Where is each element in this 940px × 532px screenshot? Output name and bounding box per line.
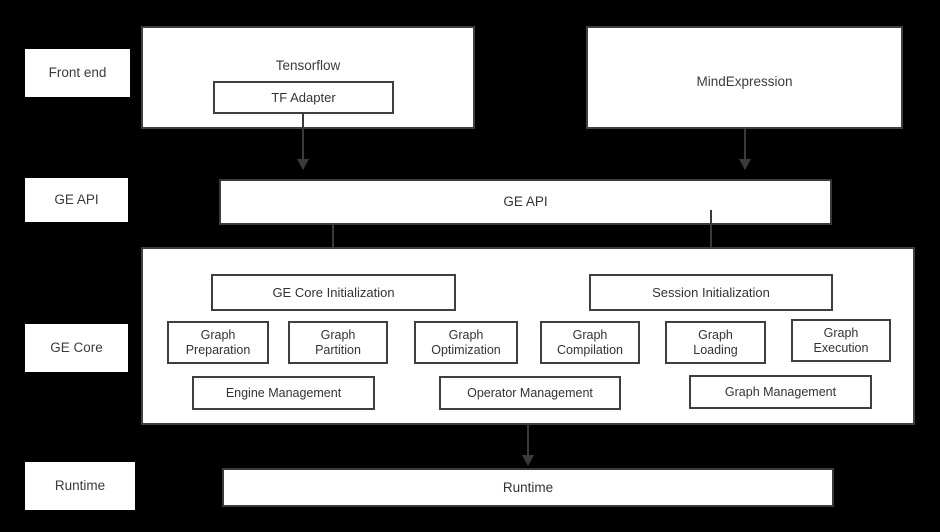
graph-preparation-box[interactable]: Graph Preparation <box>167 321 269 364</box>
graph-partition-box[interactable]: Graph Partition <box>288 321 388 364</box>
tf-adapter-box[interactable]: TF Adapter <box>213 81 394 114</box>
graph-execution-label: Graph Execution <box>813 325 869 355</box>
ge-api-bar-label: GE API <box>503 194 548 210</box>
connector-mindexpression-geapi-arrow <box>744 129 746 169</box>
graph-preparation-label: Graph Preparation <box>185 327 251 357</box>
graph-execution-box[interactable]: Graph Execution <box>791 319 891 362</box>
mindexpression-container: MindExpression <box>586 26 903 129</box>
session-initialization-box[interactable]: Session Initialization <box>589 274 833 311</box>
runtime-bar[interactable]: Runtime <box>222 468 834 507</box>
connector-tfadapter-geapi-arrow <box>302 138 304 169</box>
engine-management-label: Engine Management <box>225 385 342 400</box>
engine-management-box[interactable]: Engine Management <box>192 376 375 410</box>
graph-management-label: Graph Management <box>724 384 837 399</box>
runtime-bar-label: Runtime <box>502 479 554 495</box>
graph-partition-label: Graph Partition <box>315 327 361 357</box>
layer-label-runtime-text: Runtime <box>54 478 106 494</box>
graph-compilation-label: Graph Compilation <box>556 327 623 357</box>
layer-label-ge-core: GE Core <box>25 324 128 372</box>
tensorflow-title: Tensorflow <box>275 58 341 73</box>
connector-gecore-runtime-arrow <box>527 425 529 465</box>
graph-optimization-label: Graph Optimization <box>431 327 501 357</box>
mindexpression-title: MindExpression <box>696 74 793 89</box>
graph-loading-box[interactable]: Graph Loading <box>665 321 766 364</box>
session-initialization-label: Session Initialization <box>652 284 770 300</box>
graph-optimization-box[interactable]: Graph Optimization <box>414 321 518 364</box>
layer-label-ge-api: GE API <box>25 178 128 222</box>
layer-label-front-end-text: Front end <box>48 65 107 81</box>
layer-label-ge-api-text: GE API <box>54 192 99 208</box>
layer-label-front-end: Front end <box>25 49 130 97</box>
layer-label-runtime: Runtime <box>25 462 135 510</box>
tf-adapter-label: TF Adapter <box>271 89 336 105</box>
graph-management-box[interactable]: Graph Management <box>689 375 872 409</box>
ge-api-bar[interactable]: GE API <box>219 179 832 225</box>
ge-core-initialization-label: GE Core Initialization <box>272 284 395 300</box>
connector-geapi-sessioninit-arrow <box>710 210 712 270</box>
operator-management-box[interactable]: Operator Management <box>439 376 621 410</box>
connector-tfadapter-geapi-stem <box>302 114 304 138</box>
layer-label-ge-core-text: GE Core <box>50 340 103 356</box>
operator-management-label: Operator Management <box>467 385 593 400</box>
ge-core-initialization-box[interactable]: GE Core Initialization <box>211 274 456 311</box>
graph-loading-label: Graph Loading <box>693 327 738 357</box>
graph-compilation-box[interactable]: Graph Compilation <box>540 321 640 364</box>
